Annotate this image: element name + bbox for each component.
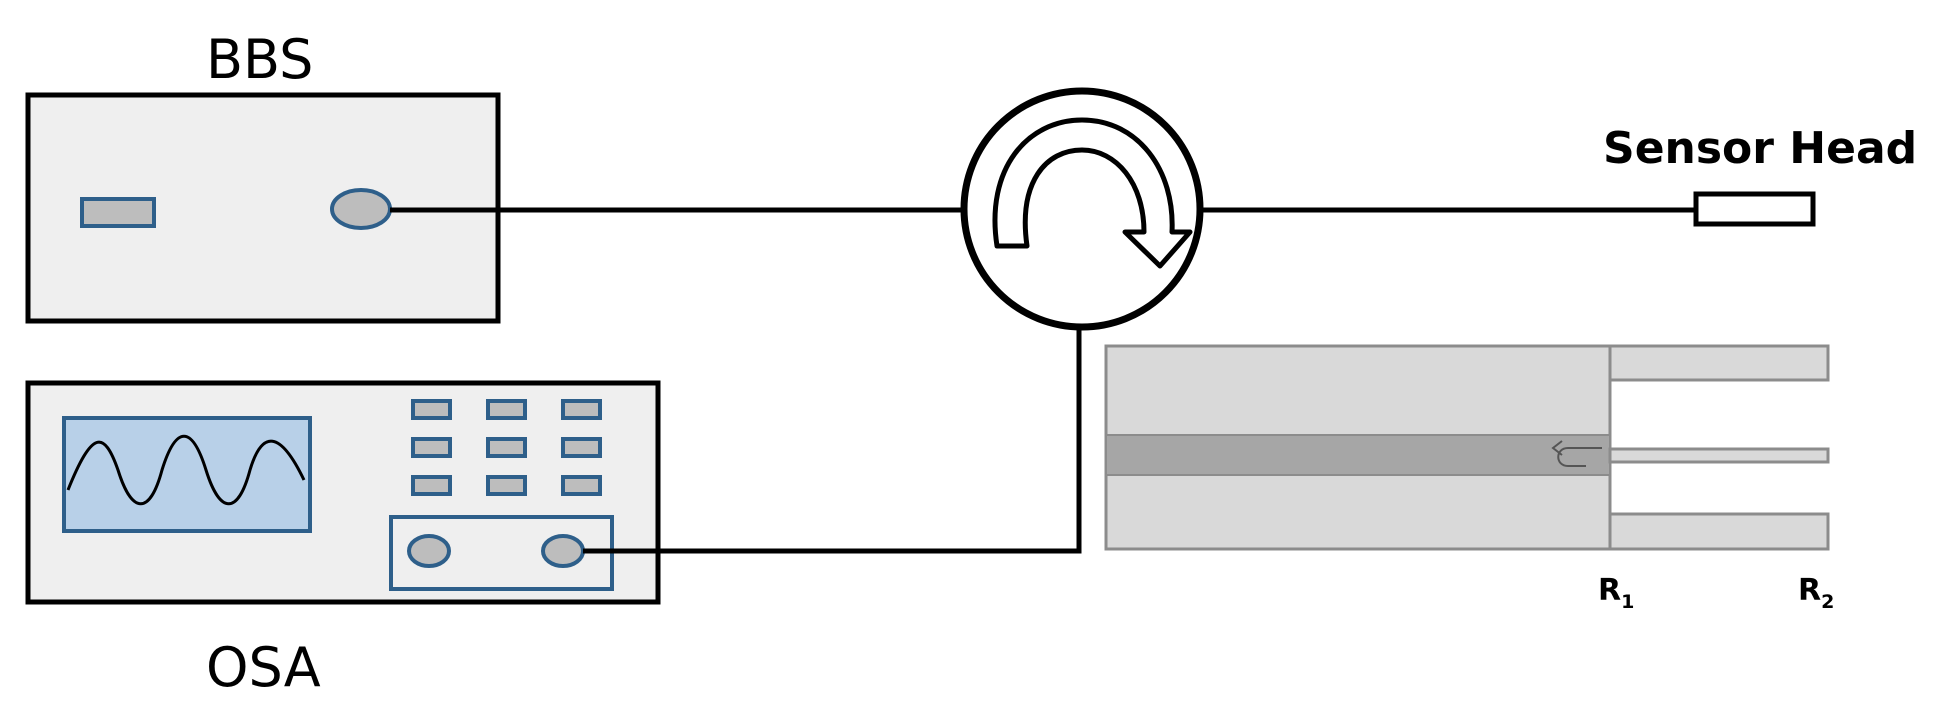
fabry-perot-cavity bbox=[1104, 344, 1830, 551]
osa-button[interactable] bbox=[411, 437, 452, 458]
cavity-bottom-wall bbox=[1608, 512, 1830, 551]
sensor-head bbox=[1693, 191, 1816, 227]
osa-button[interactable] bbox=[561, 399, 602, 420]
bbs-indicator bbox=[80, 197, 156, 228]
osa-button-grid bbox=[411, 399, 602, 496]
cavity-top-wall bbox=[1608, 344, 1830, 382]
cavity-center-rod bbox=[1608, 447, 1830, 464]
osa-button[interactable] bbox=[411, 399, 452, 420]
osa-port-left bbox=[407, 534, 451, 568]
osa-button[interactable] bbox=[486, 437, 527, 458]
osa-button[interactable] bbox=[486, 475, 527, 496]
r1-label: R1 bbox=[1598, 573, 1634, 613]
bbs-output-port bbox=[330, 188, 392, 230]
fiber-connections bbox=[390, 207, 1696, 554]
osa-button[interactable] bbox=[561, 475, 602, 496]
osa-button[interactable] bbox=[411, 475, 452, 496]
circular-arrow-icon bbox=[992, 117, 1193, 269]
sine-wave-icon bbox=[66, 435, 306, 505]
osa-screen bbox=[62, 416, 312, 533]
sensor-head-label: Sensor Head bbox=[1603, 123, 1917, 174]
osa-input-port bbox=[541, 534, 585, 568]
osa-label: OSA bbox=[206, 636, 321, 699]
fiber-core bbox=[1105, 434, 1611, 476]
bbs-label: BBS bbox=[206, 28, 313, 91]
osa-device bbox=[25, 380, 661, 605]
circulator bbox=[960, 87, 1204, 331]
fiber-circulator-to-osa bbox=[583, 326, 1082, 554]
sensor-head-tip bbox=[1693, 191, 1816, 227]
osa-button[interactable] bbox=[561, 437, 602, 458]
osa-button[interactable] bbox=[486, 399, 527, 420]
r2-label: R2 bbox=[1798, 573, 1834, 613]
return-arrow-icon bbox=[1551, 440, 1602, 467]
